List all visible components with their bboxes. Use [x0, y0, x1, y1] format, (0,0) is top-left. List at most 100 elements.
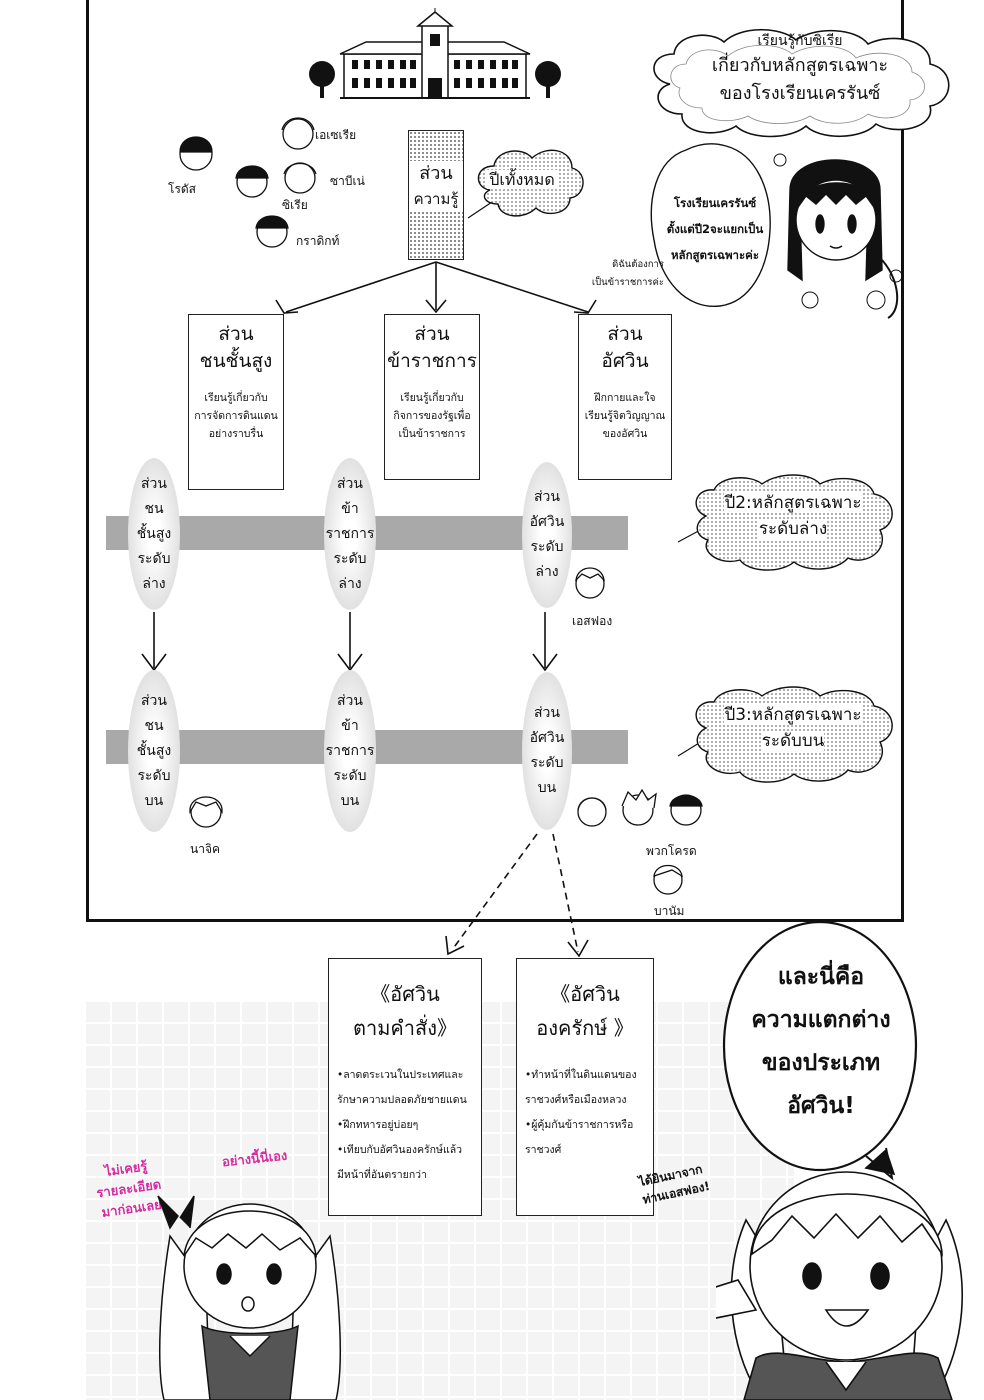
esfong-head-illustration [575, 567, 605, 599]
knight-order-item3: •ฝึกทหารอยู่บ่อยๆ [337, 1119, 419, 1131]
label-esfong: เอสฟอง [572, 614, 613, 628]
label-pawkrod: พวกโครด [646, 844, 697, 858]
big-bubble-line4: อัศวิน! [787, 1093, 855, 1119]
oval-knight-upper-l1: ส่วน [534, 705, 560, 721]
oval-civil-upper-l2: ข้า [341, 717, 359, 734]
year2-bubble-line2: ระดับล่าง [758, 519, 828, 539]
character-heads-illustration [179, 117, 317, 248]
track-knight-desc2: เรียนรู้จิตวิญญาณ [584, 410, 666, 422]
knight-type-box-guard: 《อัศวิน องครักษ์ 》 •ทำหน้าที่ในดินแดนของ… [516, 958, 654, 1216]
najic-head-illustration [189, 796, 223, 828]
oval-civil-upper-l1: ส่วน [337, 692, 363, 709]
label-sabine: ซาบีเน่ [330, 174, 365, 188]
knight-order-title: 《อัศวิน ตามคำสั่ง》 [329, 977, 481, 1045]
label-najic: นาจิค [190, 842, 220, 856]
oval-nobility-lower-l3: ชั้นสูง [136, 525, 172, 542]
track-civil-title1: ส่วน [414, 323, 450, 345]
label-aeseria: เอเซเรีย [315, 128, 357, 142]
track-box-civil-service: ส่วน ข้าราชการ เรียนรู้เกี่ยวกับ กิจการข… [384, 314, 480, 480]
siria-explain-text: โรงเรียนเครรันซ์ ตั้งแต่ปี2จะแยกเป็น หลั… [650, 190, 780, 268]
oval-nobility-lower: ส่วน ชน ชั้นสูง ระดับ ล่าง [128, 458, 180, 610]
oval-civil-upper-l4: ระดับ [333, 767, 367, 784]
knight-guard-item3: •ผู้คุ้มกันข้าราชการหรือ [525, 1119, 634, 1131]
oval-knight-lower: ส่วน อัศวิน ระดับ ล่าง [522, 462, 572, 608]
oval-civil-lower-l4: ระดับ [333, 550, 367, 567]
oval-civil-upper-l3: ราชการ [325, 742, 375, 759]
oval-nobility-upper: ส่วน ชน ชั้นสูง ระดับ บน [128, 670, 180, 832]
track-nobility-title2: ชนชั้นสูง [199, 350, 273, 372]
oval-knight-lower-l1: ส่วน [534, 489, 560, 505]
all-years-cloud: ปีเทั้งหมด [472, 168, 572, 193]
track-knight-title1: ส่วน [607, 323, 643, 345]
oval-nobility-upper-l5: บน [144, 792, 164, 809]
oval-civil-lower: ส่วน ข้า ราชการ ระดับ ล่าง [324, 458, 376, 610]
knight-order-title2: ตามคำสั่ง》 [353, 1016, 457, 1040]
track-civil-desc2: กิจการของรัฐเพื่อ [393, 410, 471, 422]
oval-knight-upper-l2: อัศวิน [529, 730, 565, 746]
big-bubble-line3: ของประเภท [761, 1050, 881, 1076]
oval-civil-lower-l2: ข้า [341, 500, 359, 517]
oval-knight-upper-l3: ระดับ [530, 755, 564, 771]
track-nobility-desc: เรียนรู้เกี่ยวกับ การจัดการดินแดน อย่างร… [189, 389, 283, 443]
knight-guard-items: •ทำหน้าที่ในดินแดนของ ราชวงศ์หรือเมืองหล… [517, 1063, 653, 1163]
oval-knight-lower-l3: ระดับ [530, 539, 564, 555]
label-banam: บานัม [654, 904, 685, 918]
oval-civil-upper-l5: บน [340, 792, 360, 809]
all-years-cloud-text: ปีเทั้งหมด [487, 170, 557, 189]
knight-guard-title: 《อัศวิน องครักษ์ 》 [517, 977, 653, 1045]
year3-bubble: ปี3:หลักสูตรเฉพาะ ระดับบน [698, 702, 888, 754]
oval-nobility-upper-l1: ส่วน [141, 692, 167, 709]
track-civil-title2: ข้าราชการ [387, 350, 477, 372]
siria-character-illustration [773, 153, 903, 319]
knight-order-item1: •ลาดตระเวนในประเทศและ [337, 1069, 464, 1081]
siria-explain-line2: ตั้งแต่ปี2จะแยกเป็น [666, 222, 764, 236]
track-knight-desc3: ของอัศวิน [602, 428, 648, 440]
knight-guard-item1: •ทำหน้าที่ในดินแดนของ [525, 1069, 637, 1081]
siria-explain-line1: โรงเรียนเครรันซ์ [673, 196, 757, 210]
track-knight-desc: ฝึกกายและใจ เรียนรู้จิตวิญญาณ ของอัศวิน [579, 389, 671, 443]
track-box-nobility: ส่วน ชนชั้นสูง เรียนรู้เกี่ยวกับ การจัดก… [188, 314, 284, 490]
label-siria: ซิเรีย [282, 198, 308, 212]
oval-nobility-lower-l1: ส่วน [141, 475, 167, 492]
intro-cloud-line3: ของโรงเรียนเครรันซ์ [719, 83, 881, 104]
big-bubble-line1: และนี่คือ [777, 964, 865, 990]
school-building-illustration [309, 8, 561, 99]
big-bubble-line2: ความแตกต่าง [751, 1007, 891, 1033]
siria-presenting-illustration [716, 1150, 963, 1400]
oval-civil-upper: ส่วน ข้า ราชการ ระดับ บน [324, 670, 376, 832]
oval-nobility-lower-l4: ระดับ [137, 550, 171, 567]
track-knight-title2: อัศวิน [601, 350, 649, 372]
knight-order-items: •ลาดตระเวนในประเทศและ รักษาความปลอดภัยชา… [329, 1063, 481, 1188]
track-nobility-title1: ส่วน [218, 323, 254, 345]
knight-order-item5: มีหน้าที่อันตรายกว่า [337, 1169, 427, 1181]
knowledge-title-line1: ส่วน [409, 161, 463, 187]
year2-bubble: ปี2:หลักสูตรเฉพาะ ระดับล่าง [698, 490, 888, 542]
track-nobility-desc2: การจัดการดินแดน [194, 410, 278, 422]
year3-bubble-line1: ปี3:หลักสูตรเฉพาะ [724, 705, 862, 725]
side-note-line1: ดิฉันต้องการ [612, 259, 664, 270]
track-box-knight: ส่วน อัศวิน ฝึกกายและใจ เรียนรู้จิตวิญญา… [578, 314, 672, 480]
diagram-frame [86, 0, 904, 922]
label-rodas: โรดัส [168, 182, 197, 196]
side-note-line2: เป็นข้าราชการค่ะ [591, 277, 664, 288]
intro-cloud: เรียนรู้กับซิเรีย เกี่ยวกับหลักสูตรเฉพาะ… [650, 30, 950, 108]
oval-knight-lower-l4: ล่าง [535, 564, 559, 580]
knight-guard-item4: ราชวงศ์ [525, 1144, 562, 1156]
oval-civil-lower-l5: ล่าง [338, 575, 362, 592]
pawkrod-heads-illustration [577, 788, 703, 827]
knight-type-box-order: 《อัศวิน ตามคำสั่ง》 •ลาดตระเวนในประเทศและ… [328, 958, 482, 1216]
knight-order-title1: 《อัศวิน [370, 982, 440, 1006]
intro-cloud-line2: เกี่ยวกับหลักสูตรเฉพาะ [711, 55, 889, 76]
oval-knight-upper-l4: บน [537, 780, 557, 796]
big-speech-bubble: และนี่คือ ความแตกต่าง ของประเภท อัศวิน! [728, 956, 914, 1128]
knight-order-item2: รักษาความปลอดภัยชายแดน [337, 1094, 467, 1106]
intro-cloud-shape [653, 28, 950, 138]
year3-bubble-line2: ระดับบน [761, 731, 825, 751]
oval-nobility-upper-l2: ชน [144, 717, 164, 734]
oval-civil-lower-l3: ราชการ [325, 525, 375, 542]
intro-cloud-line1: เรียนรู้กับซิเรีย [757, 33, 843, 49]
knowledge-section-box: ส่วน ความรู้ [408, 130, 464, 260]
oval-nobility-lower-l2: ชน [144, 500, 164, 517]
knight-order-item4: •เทียบกับอัศวินองครักษ์แล้ว [337, 1144, 463, 1156]
track-civil-desc1: เรียนรู้เกี่ยวกับ [400, 392, 464, 404]
